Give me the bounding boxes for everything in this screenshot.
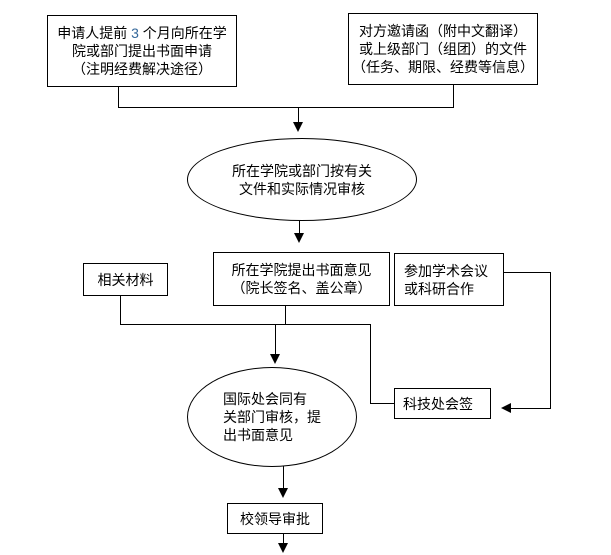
- arrow-to-leader-approval-head: [278, 488, 288, 498]
- connector-academic-right: [503, 272, 550, 273]
- node-intl-office-review-line2: 关部门审核，提: [223, 409, 321, 425]
- node-leader-approval-line1: 校领导审批: [240, 510, 310, 527]
- arrow-to-college-review-shaft: [298, 108, 299, 123]
- node-intl-office-review-line3: 出书面意见: [223, 427, 293, 443]
- node-college-review-line1: 所在学院或部门按有关: [232, 162, 372, 179]
- connector-applicant-down: [118, 87, 119, 108]
- arrow-to-scitech-head: [501, 403, 511, 413]
- node-college-review: 所在学院或部门按有关 文件和实际情况审核: [187, 138, 417, 221]
- node-related-materials: 相关材料: [83, 263, 168, 296]
- node-sci-tech-countersign: 科技处会签: [394, 388, 491, 419]
- node-invitation-docs-line2: 或上级部门（组团）的文件: [359, 41, 527, 57]
- arrow-exit-head: [278, 543, 288, 553]
- arrow-to-college-opinion-shaft: [299, 221, 300, 234]
- connector-branch-down: [370, 324, 371, 404]
- applicant-line1-prefix: 申请人提前: [57, 25, 132, 41]
- node-invitation-docs-line1: 对方邀请函（附中文翻译）: [359, 23, 527, 39]
- arrow-exit-shaft: [283, 534, 284, 544]
- connector-invitation-down: [453, 85, 454, 108]
- node-intl-office-review-text: 国际处会同有 关部门审核，提 出书面意见: [223, 390, 321, 444]
- applicant-line1-suffix: 个月向所在学: [138, 25, 227, 41]
- arrow-to-intl-review-shaft: [275, 325, 276, 355]
- node-college-opinion-line1: 所在学院提出书面意见: [231, 262, 372, 278]
- node-college-opinion-line2: （院长签名、盖公章）: [231, 280, 372, 296]
- node-invitation-docs: 对方邀请函（附中文翻译） 或上级部门（组团）的文件 （任务、期限、经费等信息）: [348, 13, 538, 85]
- node-leader-approval: 校领导审批: [227, 503, 323, 534]
- node-academic-purpose: 参加学术会议 或科研合作: [394, 253, 504, 306]
- node-college-review-line2: 文件和实际情况审核: [239, 180, 365, 197]
- node-invitation-docs-line3: （任务、期限、经费等信息）: [352, 59, 534, 75]
- connector-opinion-down: [285, 305, 286, 325]
- node-intl-office-review: 国际处会同有 关部门审核，提 出书面意见: [187, 367, 357, 467]
- arrow-to-college-review-head: [293, 122, 303, 132]
- node-college-opinion: 所在学院提出书面意见 （院长签名、盖公章）: [213, 252, 390, 306]
- node-applicant-request-line3: （注明经费解决途径）: [72, 61, 212, 77]
- arrow-to-intl-review-head: [270, 354, 280, 364]
- node-academic-purpose-line2: 或科研合作: [404, 280, 474, 297]
- applicant-line1-number: 3: [131, 25, 139, 41]
- node-applicant-request-line1: 申请人提前 3 个月向所在学: [57, 24, 227, 42]
- node-applicant-request-line2: 院或部门提出书面申请: [72, 43, 212, 59]
- node-intl-office-review-line1: 国际处会同有: [223, 391, 307, 407]
- connector-materials-down: [120, 295, 121, 325]
- connector-top-merge: [118, 107, 454, 108]
- connector-mid-merge: [120, 324, 371, 325]
- node-academic-purpose-line1: 参加学术会议: [404, 262, 488, 279]
- arrow-to-college-opinion-head: [294, 233, 304, 243]
- arrow-to-leader-approval-shaft: [283, 466, 284, 489]
- node-applicant-request: 申请人提前 3 个月向所在学 院或部门提出书面申请 （注明经费解决途径）: [47, 15, 237, 87]
- arrow-to-scitech-shaft: [511, 408, 551, 409]
- node-sci-tech-countersign-line1: 科技处会签: [403, 395, 473, 412]
- connector-right-down: [550, 272, 551, 409]
- connector-branch-into-scitech: [370, 403, 394, 404]
- node-related-materials-line1: 相关材料: [97, 271, 154, 288]
